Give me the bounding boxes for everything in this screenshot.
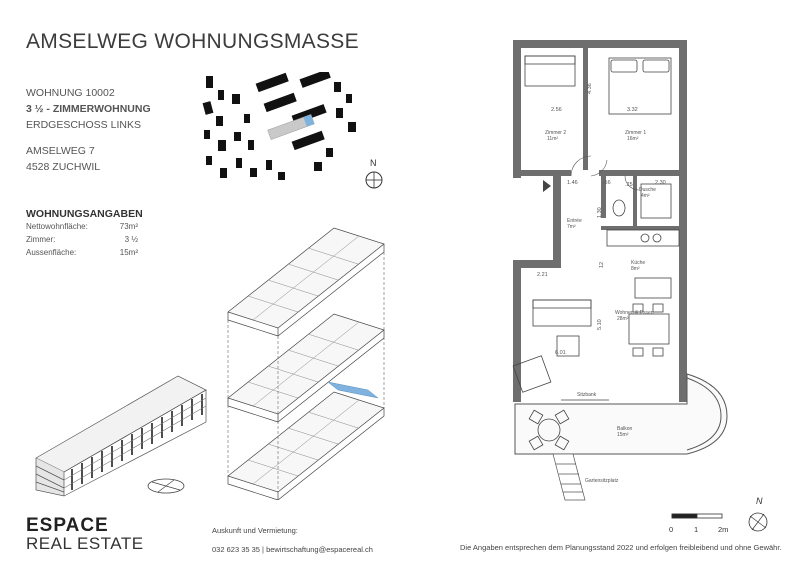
spec-label: Aussenfläche: bbox=[26, 248, 77, 257]
balcony-outline bbox=[514, 373, 728, 455]
svg-text:0: 0 bbox=[669, 525, 673, 534]
svg-text:1.46: 1.46 bbox=[567, 180, 578, 186]
stack-guides bbox=[227, 252, 385, 492]
svg-text:8m²: 8m² bbox=[631, 266, 640, 272]
sitzbank-label: Sitzbank bbox=[577, 392, 597, 398]
svg-text:1.30: 1.30 bbox=[597, 207, 603, 218]
shower bbox=[640, 183, 672, 219]
svg-text:Balkon: Balkon bbox=[617, 426, 633, 432]
walls bbox=[513, 40, 687, 402]
spec-row-outdoor: Aussenfläche: 15m² bbox=[26, 248, 138, 257]
unit-number: WOHNUNG 10002 bbox=[26, 87, 115, 99]
gartensitzplatz-label: Gartensitzplatz bbox=[585, 478, 619, 484]
balcony-table bbox=[537, 418, 561, 442]
spec-row-rooms: Zimmer: 3 ½ bbox=[26, 235, 138, 244]
svg-text:6.01: 6.01 bbox=[555, 350, 566, 356]
svg-text:2.30: 2.30 bbox=[655, 180, 666, 186]
svg-text:Küche: Küche bbox=[631, 260, 645, 266]
svg-text:Zimmer 1: Zimmer 1 bbox=[625, 130, 646, 136]
furniture bbox=[512, 55, 680, 451]
specs-heading: WOHNUNGSANGABEN bbox=[26, 208, 143, 220]
dining-table bbox=[628, 313, 670, 345]
floorplan: 2.56 3.32 4.36 1.46 .56 2.30 1.30 2.21 1… bbox=[512, 40, 728, 501]
svg-text:28m²: 28m² bbox=[617, 316, 629, 322]
svg-text:2.21: 2.21 bbox=[537, 272, 548, 278]
svg-text:15m²: 15m² bbox=[617, 432, 629, 438]
armchair bbox=[512, 355, 552, 393]
svg-text:4m²: 4m² bbox=[641, 193, 650, 199]
north-arrow-icon: N bbox=[748, 496, 768, 532]
bed-room-2 bbox=[524, 55, 576, 87]
bed-room-1 bbox=[608, 57, 672, 115]
subject-building bbox=[267, 114, 315, 140]
sofa bbox=[532, 299, 592, 327]
toilet bbox=[612, 199, 626, 217]
brand-logo-line2: REAL ESTATE bbox=[26, 534, 144, 553]
svg-text:16m²: 16m² bbox=[627, 136, 639, 142]
spec-row-area: Nettowohnfläche: 73m² bbox=[26, 222, 138, 231]
svg-text:4.36: 4.36 bbox=[587, 83, 593, 94]
kitchen-island bbox=[634, 277, 672, 299]
svg-text:2m: 2m bbox=[718, 525, 728, 534]
footer-disclaimer: Die Angaben entsprechen dem Planungsstan… bbox=[460, 543, 782, 552]
svg-text:.56: .56 bbox=[603, 180, 611, 186]
scale-bar: 0 1 2m N bbox=[669, 496, 768, 534]
contact-heading: Auskunft und Vermietung: bbox=[212, 526, 298, 535]
unit-type: 3 ½ - ZIMMERWOHNUNG bbox=[26, 103, 151, 115]
unit-floor: ERDGESCHOSS LINKS bbox=[26, 119, 141, 131]
north-label: N bbox=[370, 158, 377, 168]
svg-text:Zimmer 2: Zimmer 2 bbox=[545, 130, 566, 136]
svg-text:Wohnen & Essen: Wohnen & Essen bbox=[615, 310, 654, 316]
spec-label: Zimmer: bbox=[26, 235, 56, 244]
dimension-labels: 2.56 3.32 4.36 1.46 .56 2.30 1.30 2.21 1… bbox=[537, 83, 666, 356]
garden-stairs bbox=[552, 453, 586, 501]
spec-label: Nettowohnfläche: bbox=[26, 222, 88, 231]
page-title: AMSELWEG WOHNUNGSMASSE bbox=[26, 30, 359, 53]
room-labels: Zimmer 2 11m² Zimmer 1 16m² Dusche 4m² E… bbox=[545, 130, 656, 484]
svg-text:3.32: 3.32 bbox=[627, 107, 638, 113]
spec-value: 3 ½ bbox=[124, 235, 138, 244]
svg-text:1: 1 bbox=[694, 525, 698, 534]
neighbor-buildings bbox=[202, 72, 356, 180]
balcony-columns bbox=[71, 394, 203, 490]
entrance-arrow-icon bbox=[543, 180, 551, 192]
site-plan-map: N bbox=[202, 72, 383, 189]
svg-text:12: 12 bbox=[599, 262, 605, 268]
brand-logo-line1: ESPACE bbox=[26, 515, 109, 536]
city-address: 4528 ZUCHWIL bbox=[26, 161, 101, 173]
svg-text:2.56: 2.56 bbox=[551, 107, 562, 113]
svg-text:5.10: 5.10 bbox=[597, 319, 603, 330]
spec-value: 73m² bbox=[119, 222, 138, 231]
building-isometric bbox=[35, 375, 207, 497]
svg-text:11m²: 11m² bbox=[547, 136, 558, 142]
doors bbox=[570, 155, 640, 191]
kitchen-counter bbox=[606, 229, 680, 247]
street-address: AMSELWEG 7 bbox=[26, 145, 95, 157]
svg-text:N: N bbox=[756, 496, 763, 506]
coffee-table bbox=[556, 335, 580, 357]
contact-details[interactable]: 032 623 35 35 | bewirtschaftung@espacere… bbox=[212, 545, 373, 554]
spec-value: 15m² bbox=[119, 248, 138, 257]
svg-text:7m²: 7m² bbox=[567, 224, 576, 230]
svg-text:Dusche: Dusche bbox=[639, 187, 656, 193]
svg-text:Entrée: Entrée bbox=[567, 218, 582, 224]
highlighted-unit bbox=[327, 381, 379, 399]
floor-stack-diagram bbox=[227, 227, 385, 500]
svg-text:.25: .25 bbox=[625, 182, 633, 188]
ground-compass-icon bbox=[147, 478, 185, 494]
compass-icon: N bbox=[365, 158, 383, 189]
